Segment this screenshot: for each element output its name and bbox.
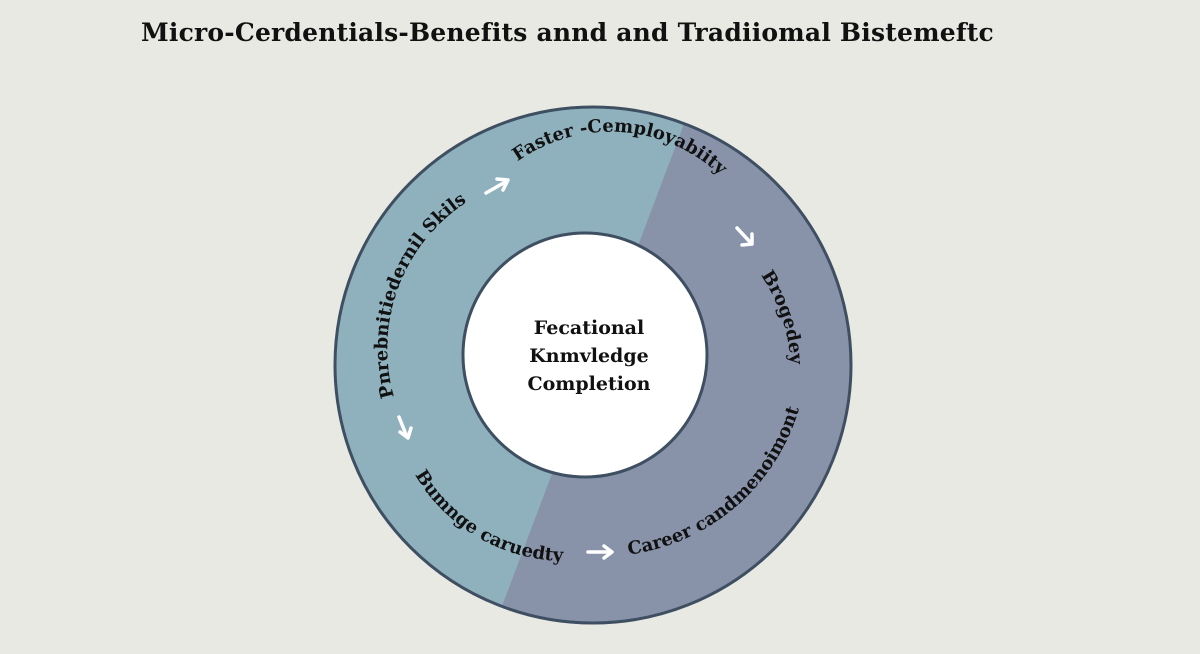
diagram-title: Micro-Cerdentials-Benefits annd and Trad… bbox=[141, 18, 994, 47]
ring-outline bbox=[333, 105, 853, 625]
center-label-line-3: Completion bbox=[528, 373, 651, 395]
arrow-icon-bottom bbox=[586, 544, 614, 560]
arrow-icon-left bbox=[397, 415, 413, 440]
center-label-line-2: Knmvledge bbox=[529, 345, 648, 367]
center-circle bbox=[461, 231, 709, 479]
arrow-icon-top bbox=[484, 177, 510, 195]
arrow-icon-right bbox=[735, 226, 754, 247]
center-label-line-1: Fecational bbox=[534, 317, 644, 339]
